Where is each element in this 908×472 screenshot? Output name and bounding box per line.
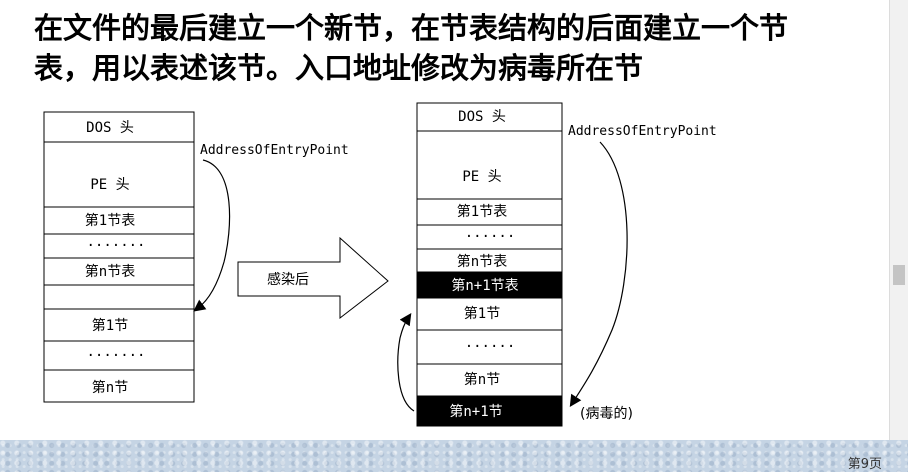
after-section-table-1-block xyxy=(416,198,563,226)
after-section-n1-label: 第n+1节 xyxy=(449,403,502,420)
after-dos-header-block xyxy=(416,102,563,132)
after-ellipsis-label: ······ xyxy=(465,229,516,245)
before-section-n-label: 第n节 xyxy=(92,379,128,396)
before-ellipsis-2-label: ······· xyxy=(86,348,145,364)
after-section-table-1-label: 第1节表 xyxy=(457,203,507,220)
after-section-table-n1-label: 第n+1节表 xyxy=(451,277,518,294)
after-entry-point-arrow xyxy=(569,141,628,408)
before-section-n-block xyxy=(43,369,195,403)
before-section-table-1-label: 第1节表 xyxy=(85,212,135,229)
virus-note: (病毒的) xyxy=(580,406,633,422)
heading-line-1: 在文件的最后建立一个新节，在节表结构的后面建立一个节 xyxy=(34,11,789,45)
after-section-n-block xyxy=(416,363,563,397)
before-dos-header-label: DOS 头 xyxy=(86,120,134,136)
after-entry-point-label: AddressOfEntryPoint xyxy=(568,124,717,139)
after-ellipsis-2-block xyxy=(416,329,563,365)
pe-infection-diagram: DOS 头 PE 头 第1节表 ······· 第n节表 第1节 ·······… xyxy=(43,102,717,427)
page-number: 第9页 xyxy=(847,457,882,472)
after-section-1-label: 第1节 xyxy=(464,305,500,322)
after-section-n1-block xyxy=(416,395,563,427)
after-pe-header-label: PE 头 xyxy=(462,169,501,185)
slide-heading: 在文件的最后建立一个新节，在节表结构的后面建立一个节 表，用以表述该节。入口地址… xyxy=(34,8,874,88)
before-ellipsis-label: ······· xyxy=(86,238,145,254)
after-section-table-n-label: 第n节表 xyxy=(457,253,507,270)
before-pe-header-block xyxy=(43,141,195,208)
after-return-arrow xyxy=(397,313,415,412)
after-section-n-label: 第n节 xyxy=(464,371,500,388)
before-section-1-label: 第1节 xyxy=(92,317,128,334)
before-section-table-n-label: 第n节表 xyxy=(85,263,135,280)
before-section-table-1-block xyxy=(43,206,195,235)
after-ellipsis-2-label: ······ xyxy=(465,339,516,355)
vertical-scrollbar[interactable] xyxy=(889,0,908,440)
heading-line-2: 表，用以表述该节。入口地址修改为病毒所在节 xyxy=(34,51,644,85)
infection-arrow-label: 感染后 xyxy=(267,271,309,288)
slide-footer: 第9页 xyxy=(0,440,908,472)
before-entry-point-label: AddressOfEntryPoint xyxy=(200,143,349,158)
after-pe-header-block xyxy=(416,130,563,200)
after-section-table-n1-block xyxy=(416,271,563,299)
before-entry-point-arrow xyxy=(193,159,231,312)
after-ellipsis-block xyxy=(416,224,563,250)
before-stack xyxy=(43,111,195,403)
before-empty-block xyxy=(43,284,195,310)
before-ellipsis-2-block xyxy=(43,340,195,371)
before-section-1-block xyxy=(43,308,195,342)
slide: 在文件的最后建立一个新节，在节表结构的后面建立一个节 表，用以表述该节。入口地址… xyxy=(34,8,874,427)
before-section-table-n-block xyxy=(43,257,195,286)
scrollbar-thumb[interactable] xyxy=(893,265,905,285)
after-stack xyxy=(416,102,563,427)
after-section-1-block xyxy=(416,297,563,331)
before-pe-header-label: PE 头 xyxy=(90,177,129,193)
infection-arrow xyxy=(237,236,389,320)
after-dos-header-label: DOS 头 xyxy=(458,109,506,125)
